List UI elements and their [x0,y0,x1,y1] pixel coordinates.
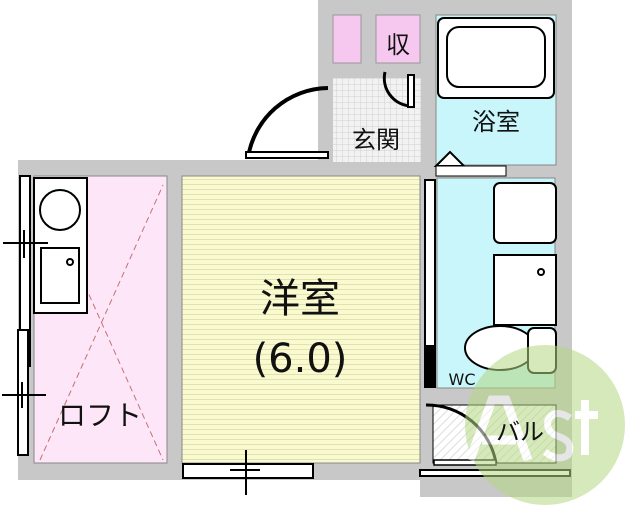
stove [39,189,81,231]
watermark-logo [465,345,625,505]
balcony-label: バル [496,418,544,446]
western-room-floor [181,175,421,464]
entrance-label: 玄関 [352,126,400,154]
washing-machine [493,254,557,326]
bathroom-label: 浴室 [472,108,520,136]
loft-label: ロフト [58,399,142,432]
western-room-size: (6.0) [253,336,348,382]
storage-closet [375,14,421,64]
western-room-label: 洋室 [260,276,340,322]
storage-label: 収 [386,31,410,59]
storage-closet-left [332,14,362,64]
sink [40,247,80,304]
entrance-door[interactable] [246,86,329,159]
entrance-floor [333,78,421,162]
toilet-label: WC [449,370,476,389]
washbasin [493,182,557,244]
